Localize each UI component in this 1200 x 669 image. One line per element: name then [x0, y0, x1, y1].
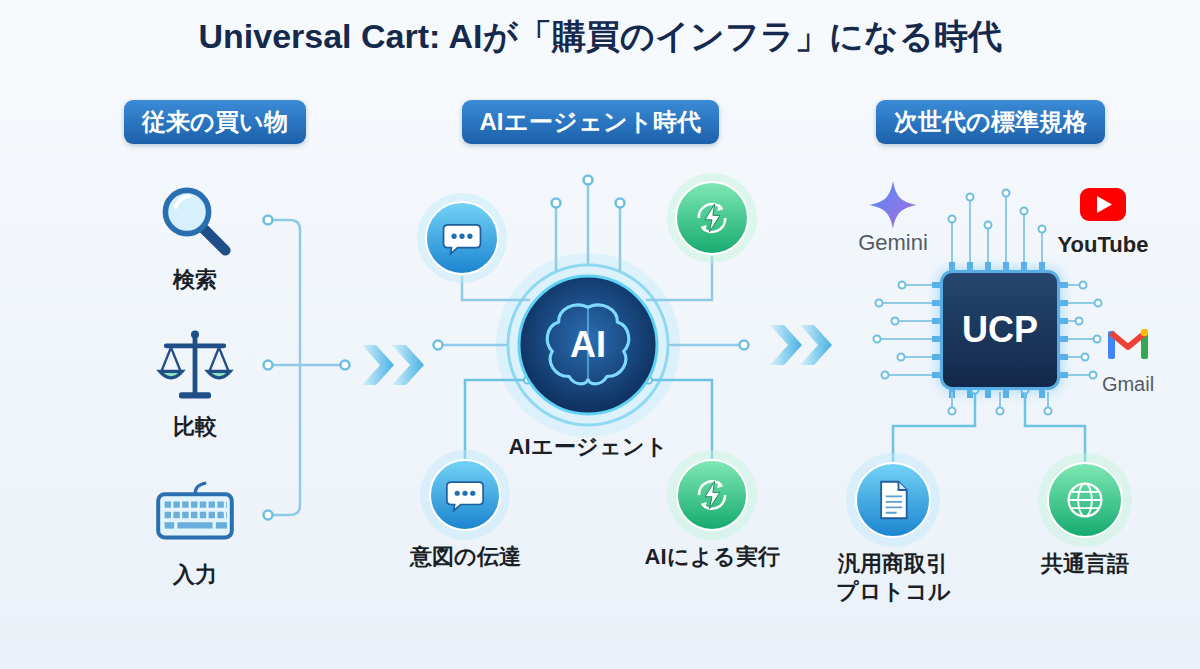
brand-name: Gemini	[858, 230, 928, 256]
circle-shape	[676, 459, 748, 531]
intent-circle: 意図の伝達	[429, 459, 501, 531]
connector-line	[1025, 390, 1085, 462]
compare-step: 比較	[145, 325, 245, 405]
section-heading: 従来の買い物	[124, 100, 306, 144]
brand-name: YouTube	[1058, 232, 1149, 258]
caption-text: 入力	[173, 561, 217, 589]
heading-text: 次世代の標準規格	[894, 106, 1087, 138]
caption-text: AIによる実行	[645, 543, 780, 571]
ai-hub-circle: AIAIエージェント	[518, 275, 658, 415]
shape-text: AI	[570, 324, 606, 366]
circle-shape	[1047, 462, 1123, 538]
shape-text: UCP	[962, 309, 1038, 351]
title: Universal Cart: AIが「購買のインフラ」になる時代	[0, 14, 1200, 60]
language-circle: 共通言語	[1047, 462, 1123, 538]
icon-illustration	[145, 325, 245, 405]
search-step: 検索	[145, 180, 245, 260]
icon-illustration	[145, 475, 245, 555]
execute-circle: AIによる実行	[676, 459, 748, 531]
caption-text: 汎用商取引 プロトコル	[831, 550, 956, 606]
caption-text: 検索	[173, 266, 217, 294]
section-heading: 次世代の標準規格	[876, 100, 1105, 144]
connector-line	[893, 390, 975, 462]
caption-text: 比較	[173, 413, 217, 441]
heading-text: AIエージェント時代	[480, 106, 701, 138]
caption-text: 意図の伝達	[410, 543, 521, 571]
protocol-circle: 汎用商取引 プロトコル	[855, 462, 931, 538]
brand-name: Gmail	[1102, 373, 1154, 396]
caption-text: AIエージェント	[509, 433, 668, 461]
protocol-chip: UCP	[940, 270, 1060, 390]
icon-illustration	[145, 180, 245, 260]
heading-text: 従来の買い物	[142, 106, 288, 138]
section-heading: AIエージェント時代	[462, 100, 719, 144]
caption-text: 共通言語	[1041, 550, 1129, 578]
input-step: 入力	[145, 475, 245, 555]
circle-shape	[855, 462, 931, 538]
circle-shape	[429, 459, 501, 531]
